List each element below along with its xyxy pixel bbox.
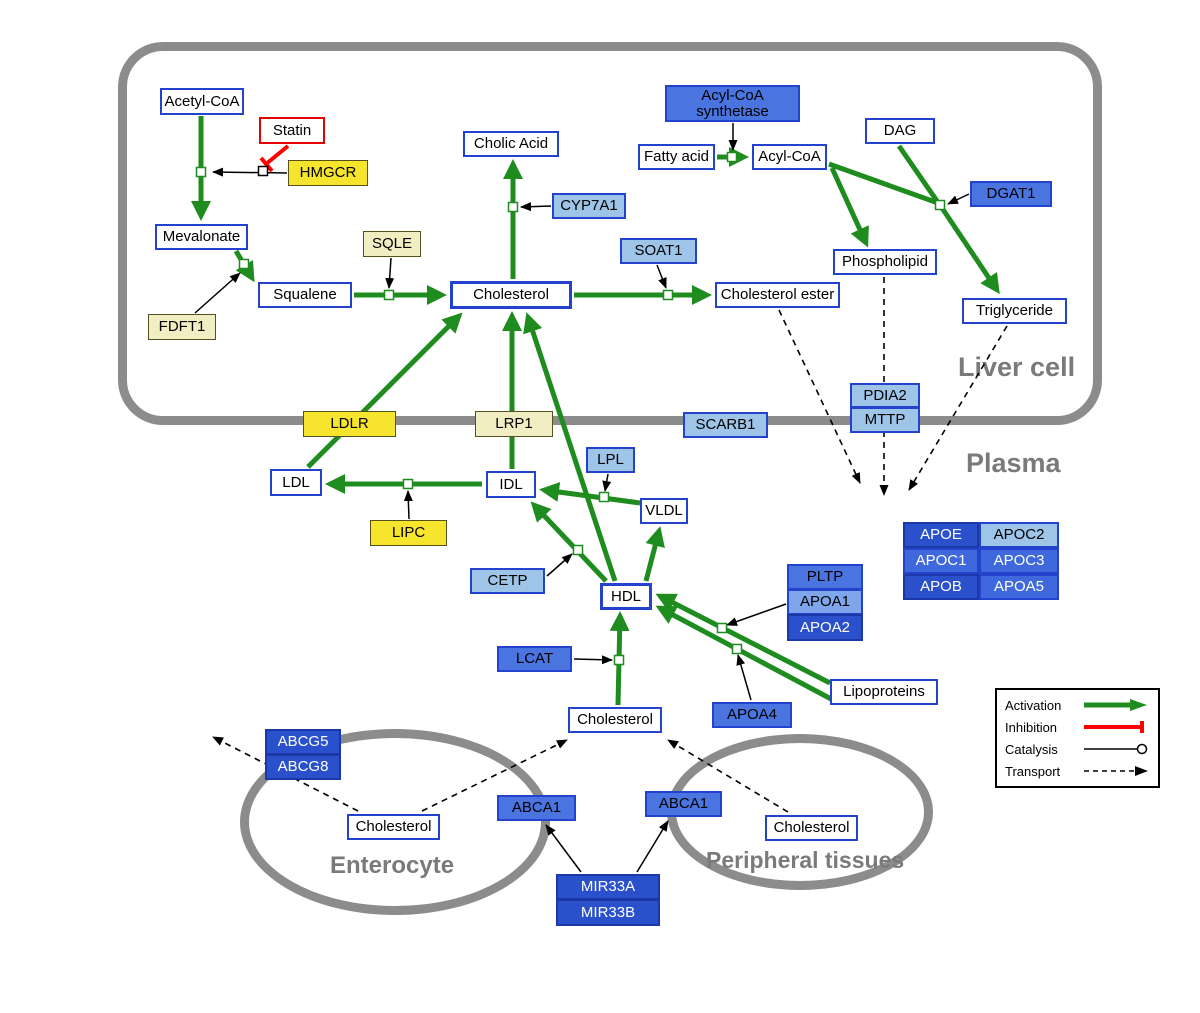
node-apoa1-gene[interactable]: APOA1 (787, 589, 863, 615)
node-scarb1-gene[interactable]: SCARB1 (683, 412, 768, 438)
node-apoc1-gene[interactable]: APOC1 (903, 548, 979, 574)
legend-row-activation: Activation (1005, 697, 1150, 713)
node-acyl-coa-synthetase-gene[interactable]: Acyl-CoA synthetase (665, 85, 800, 122)
node-mttp-gene[interactable]: MTTP (850, 407, 920, 433)
node-fatty-acid: Fatty acid (638, 144, 715, 170)
node-abcg5-gene[interactable]: ABCG5 (265, 729, 341, 755)
node-cetp-gene[interactable]: CETP (470, 568, 545, 594)
node-apoa4-gene[interactable]: APOA4 (712, 702, 792, 728)
node-pdia2-gene[interactable]: PDIA2 (850, 383, 920, 408)
node-cholesterol-plasma: Cholesterol (568, 707, 662, 733)
node-acetyl-coa: Acetyl-CoA (160, 88, 244, 115)
enterocyte-membrane (240, 729, 550, 915)
node-sqle-gene[interactable]: SQLE (363, 231, 421, 257)
node-cyp7a1-gene[interactable]: CYP7A1 (552, 193, 626, 219)
node-apoc3-gene[interactable]: APOC3 (979, 548, 1059, 574)
node-cholesterol-ester: Cholesterol ester (715, 282, 840, 308)
node-lpl-gene[interactable]: LPL (586, 447, 635, 473)
node-vldl: VLDL (640, 498, 688, 524)
legend-catalysis-label: Catalysis (1005, 741, 1058, 757)
catalysis-circle-icon (1084, 743, 1148, 755)
catalysis-edges (194, 123, 970, 873)
node-dgat1-gene[interactable]: DGAT1 (970, 181, 1052, 207)
inhibition-edge (259, 144, 290, 173)
legend-row-inhibition: Inhibition (1005, 719, 1150, 735)
plasma-label: Plasma (966, 448, 1061, 478)
node-lipc-gene[interactable]: LIPC (370, 520, 447, 546)
node-apoa5-gene[interactable]: APOA5 (979, 574, 1059, 600)
legend-inhibition-label: Inhibition (1005, 719, 1058, 735)
node-abca1-enterocyte-gene[interactable]: ABCA1 (497, 795, 576, 821)
node-cholesterol-enterocyte: Cholesterol (347, 814, 440, 840)
node-hmgcr-gene[interactable]: HMGCR (288, 160, 368, 186)
reaction-node-squares (195, 151, 946, 666)
node-abca1-peripheral-gene[interactable]: ABCA1 (645, 791, 722, 817)
node-mir33a-gene[interactable]: MIR33A (556, 874, 660, 900)
node-dag: DAG (865, 118, 935, 144)
node-lcat-gene[interactable]: LCAT (497, 646, 572, 672)
legend-transport-label: Transport (1005, 763, 1061, 779)
node-squalene: Squalene (258, 282, 352, 308)
node-pltp-gene[interactable]: PLTP (787, 564, 863, 590)
activation-arrow-icon (1084, 699, 1147, 711)
node-cholesterol-liver: Cholesterol (450, 281, 572, 309)
node-fdft1-gene[interactable]: FDFT1 (148, 314, 216, 340)
node-phospholipid: Phospholipid (833, 249, 937, 275)
inhibition-tee-icon (1084, 721, 1144, 733)
enterocyte-label: Enterocyte (330, 852, 455, 879)
node-hdl: HDL (600, 583, 652, 610)
node-abcg8-gene[interactable]: ABCG8 (265, 754, 341, 780)
node-mevalonate: Mevalonate (155, 224, 248, 250)
transport-dashed-arrow-icon (1084, 766, 1148, 776)
legend-activation-label: Activation (1005, 697, 1062, 713)
node-apoc2-gene[interactable]: APOC2 (979, 522, 1059, 548)
node-lipoproteins: Lipoproteins (830, 679, 938, 705)
peripheral-tissues-label: Peripheral tissues (706, 847, 905, 873)
liver-cell-label: Liver cell (958, 352, 1076, 382)
node-soat1-gene[interactable]: SOAT1 (620, 238, 697, 264)
node-triglyceride: Triglyceride (962, 298, 1067, 324)
liver-cell-membrane (118, 42, 1102, 425)
node-cholesterol-peripheral: Cholesterol (765, 815, 858, 841)
node-apoe-gene[interactable]: APOE (903, 522, 979, 548)
legend-row-catalysis: Catalysis (1005, 741, 1150, 757)
legend: Activation Inhibition Catalysis Transpor… (995, 688, 1160, 788)
node-ldl: LDL (270, 469, 322, 496)
node-mir33b-gene[interactable]: MIR33B (556, 899, 660, 926)
legend-row-transport: Transport (1005, 763, 1150, 779)
node-statin-drug[interactable]: Statin (259, 117, 325, 144)
node-apob-gene[interactable]: APOB (903, 574, 979, 600)
node-idl: IDL (486, 471, 536, 498)
node-apoa2-gene[interactable]: APOA2 (787, 614, 863, 641)
node-acyl-coa: Acyl-CoA (752, 144, 827, 170)
node-cholic-acid: Cholic Acid (463, 131, 559, 157)
node-lrp1-gene[interactable]: LRP1 (475, 411, 553, 437)
node-ldlr-gene[interactable]: LDLR (303, 411, 396, 437)
